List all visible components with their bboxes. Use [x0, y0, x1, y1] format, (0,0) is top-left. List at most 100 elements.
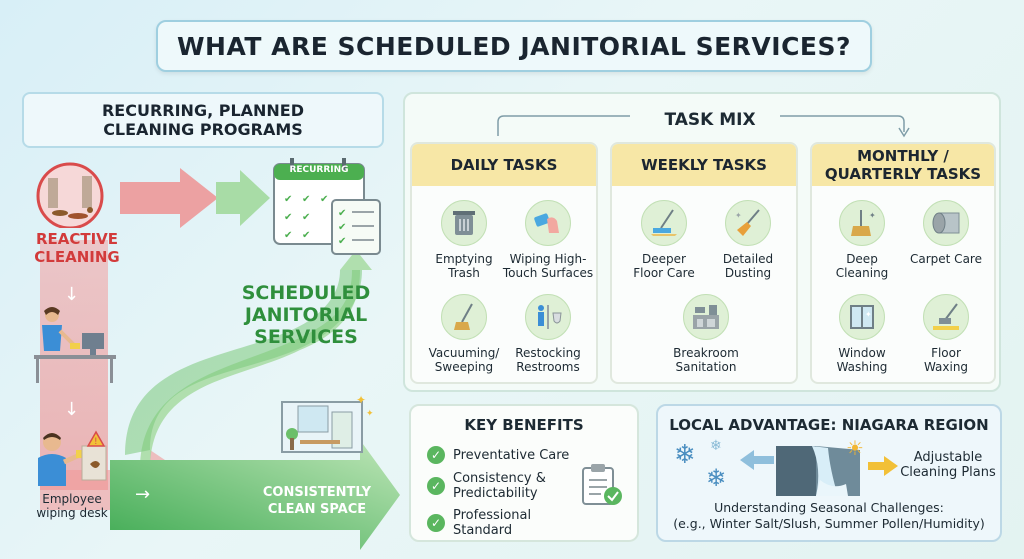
benefit-line2: Predictability	[453, 486, 538, 501]
clean-space-arrow	[110, 440, 400, 550]
svg-text:✔: ✔	[284, 194, 292, 205]
svg-text:✦: ✦	[366, 409, 374, 419]
adjustable-line2: Cleaning Plans	[900, 465, 996, 480]
reactive-line2: CLEANING	[34, 248, 120, 266]
scheduled-line3: SERVICES	[254, 326, 358, 348]
carpet-roll-icon	[923, 200, 969, 246]
svg-text:✔: ✔	[302, 212, 310, 223]
check-circle-icon: ✓	[427, 446, 445, 464]
task-label-line2: Waxing	[923, 360, 969, 374]
svg-text:!: !	[94, 437, 98, 447]
daily-tasks-header: DAILY TASKS	[412, 144, 596, 186]
task-label-line1: Vacuuming/	[428, 346, 500, 360]
task-label-line1: Floor	[931, 346, 961, 360]
result-line2: CLEAN SPACE	[267, 502, 367, 517]
window-icon: ✦	[839, 294, 885, 340]
snowflake-small-icon: ❄	[710, 438, 722, 454]
check-circle-icon: ✓	[427, 514, 445, 532]
task-label-line1: Deep	[846, 252, 878, 266]
reactive-top-arrow	[120, 168, 218, 228]
task-carpet-care: Carpet Care	[898, 200, 994, 266]
clean-space-label: CONSISTENTLY CLEAN SPACE	[252, 484, 382, 518]
local-advantage-title: LOCAL ADVANTAGE: NIAGARA REGION	[669, 416, 989, 434]
waterfall-icon	[776, 440, 860, 500]
scheduled-wide-band	[125, 270, 362, 455]
task-label-line2: Trash	[448, 266, 480, 280]
employee-label: Employee wiping desk	[22, 492, 122, 520]
arrow-right-icon	[868, 456, 898, 480]
benefit-item: ✓ Preventative Care	[427, 446, 587, 464]
adjustable-plans-label: Adjustable Cleaning Plans	[898, 450, 998, 480]
broom-icon	[441, 294, 487, 340]
calendar-icon: ✔✔✔ ✔✔ ✔✔ ✔✔✔	[272, 156, 384, 256]
svg-text:→: →	[135, 484, 150, 505]
benefit-item: ✓ Consistency & Predictability	[427, 471, 587, 501]
page-title: WHAT ARE SCHEDULED JANITORIAL SERVICES?	[156, 20, 872, 72]
mop-icon	[641, 200, 687, 246]
key-benefits-panel: KEY BENEFITS ✓ Preventative Care ✓ Consi…	[409, 404, 639, 542]
task-label-line1: Detailed	[722, 252, 774, 266]
page-title-text: WHAT ARE SCHEDULED JANITORIAL SERVICES?	[176, 31, 852, 61]
monthly-header-line1: MONTHLY /	[857, 147, 949, 165]
task-label-line2: Restrooms	[516, 360, 580, 374]
svg-text:✔: ✔	[338, 222, 346, 233]
svg-text:✔: ✔	[284, 230, 292, 241]
employee-line2: wiping desk	[36, 506, 108, 520]
sun-icon: ☀	[846, 436, 864, 460]
svg-text:↓: ↓	[64, 399, 79, 420]
local-advantage-panel: LOCAL ADVANTAGE: NIAGARA REGION ❄ ❄ ❄ ☀ …	[656, 404, 1002, 542]
task-mix-bracket	[497, 115, 910, 138]
snowflake-large-icon: ❄	[706, 464, 727, 492]
green-top-arrow	[216, 170, 270, 226]
daily-header-text: DAILY TASKS	[450, 156, 558, 174]
task-label-line1: Restocking	[515, 346, 581, 360]
task-label-line2: Sweeping	[434, 360, 494, 374]
task-label-line2: Dusting	[724, 266, 772, 280]
seasonal-challenge-text: Understanding Seasonal Challenges: (e.g.…	[658, 500, 1000, 532]
reactive-mess-icon	[30, 158, 110, 230]
task-wiping-surfaces: Wiping High-Touch Surfaces	[500, 200, 596, 280]
floor-waxer-icon	[923, 294, 969, 340]
task-mix-title: TASK MIX	[664, 110, 756, 130]
key-benefits-title: KEY BENEFITS	[464, 416, 584, 434]
arrow-left-icon	[740, 450, 774, 474]
clean-office-icon: ✦ ✦	[278, 392, 378, 468]
benefit-text: Preventative Care	[453, 447, 570, 463]
task-label-line1: Wiping High-	[509, 252, 587, 266]
result-line1: CONSISTENTLY	[262, 485, 372, 500]
svg-text:✔: ✔	[338, 208, 346, 219]
task-label-line2: Touch Surfaces	[502, 266, 594, 280]
snowflake-icon: ❄	[674, 440, 696, 470]
task-label-line2: Washing	[836, 360, 888, 374]
monthly-header-line2: QUARTERLY TASKS	[824, 165, 982, 183]
svg-text:✔: ✔	[302, 230, 310, 241]
svg-text:✔: ✔	[302, 194, 310, 205]
task-vacuuming: Vacuuming/Sweeping	[416, 294, 512, 374]
person-cleaning-desk-icon	[30, 305, 120, 385]
deep-clean-broom-icon: ✦	[839, 200, 885, 246]
task-label-line2: Floor Care	[633, 266, 695, 280]
task-label-line1: Emptying	[435, 252, 493, 266]
task-label-line1: Carpet Care	[910, 252, 982, 266]
svg-text:✔: ✔	[338, 236, 346, 247]
benefit-text: Professional Standard	[453, 508, 532, 538]
trash-can-icon	[441, 200, 487, 246]
duster-icon: ✦	[725, 200, 771, 246]
svg-text:✦: ✦	[869, 211, 876, 220]
task-label-line1: Deeper	[642, 252, 686, 266]
restroom-icon	[525, 294, 571, 340]
task-label-line2: Sanitation	[675, 360, 737, 374]
reactive-line1: REACTIVE	[35, 230, 119, 248]
employee-line1: Employee	[42, 492, 102, 506]
